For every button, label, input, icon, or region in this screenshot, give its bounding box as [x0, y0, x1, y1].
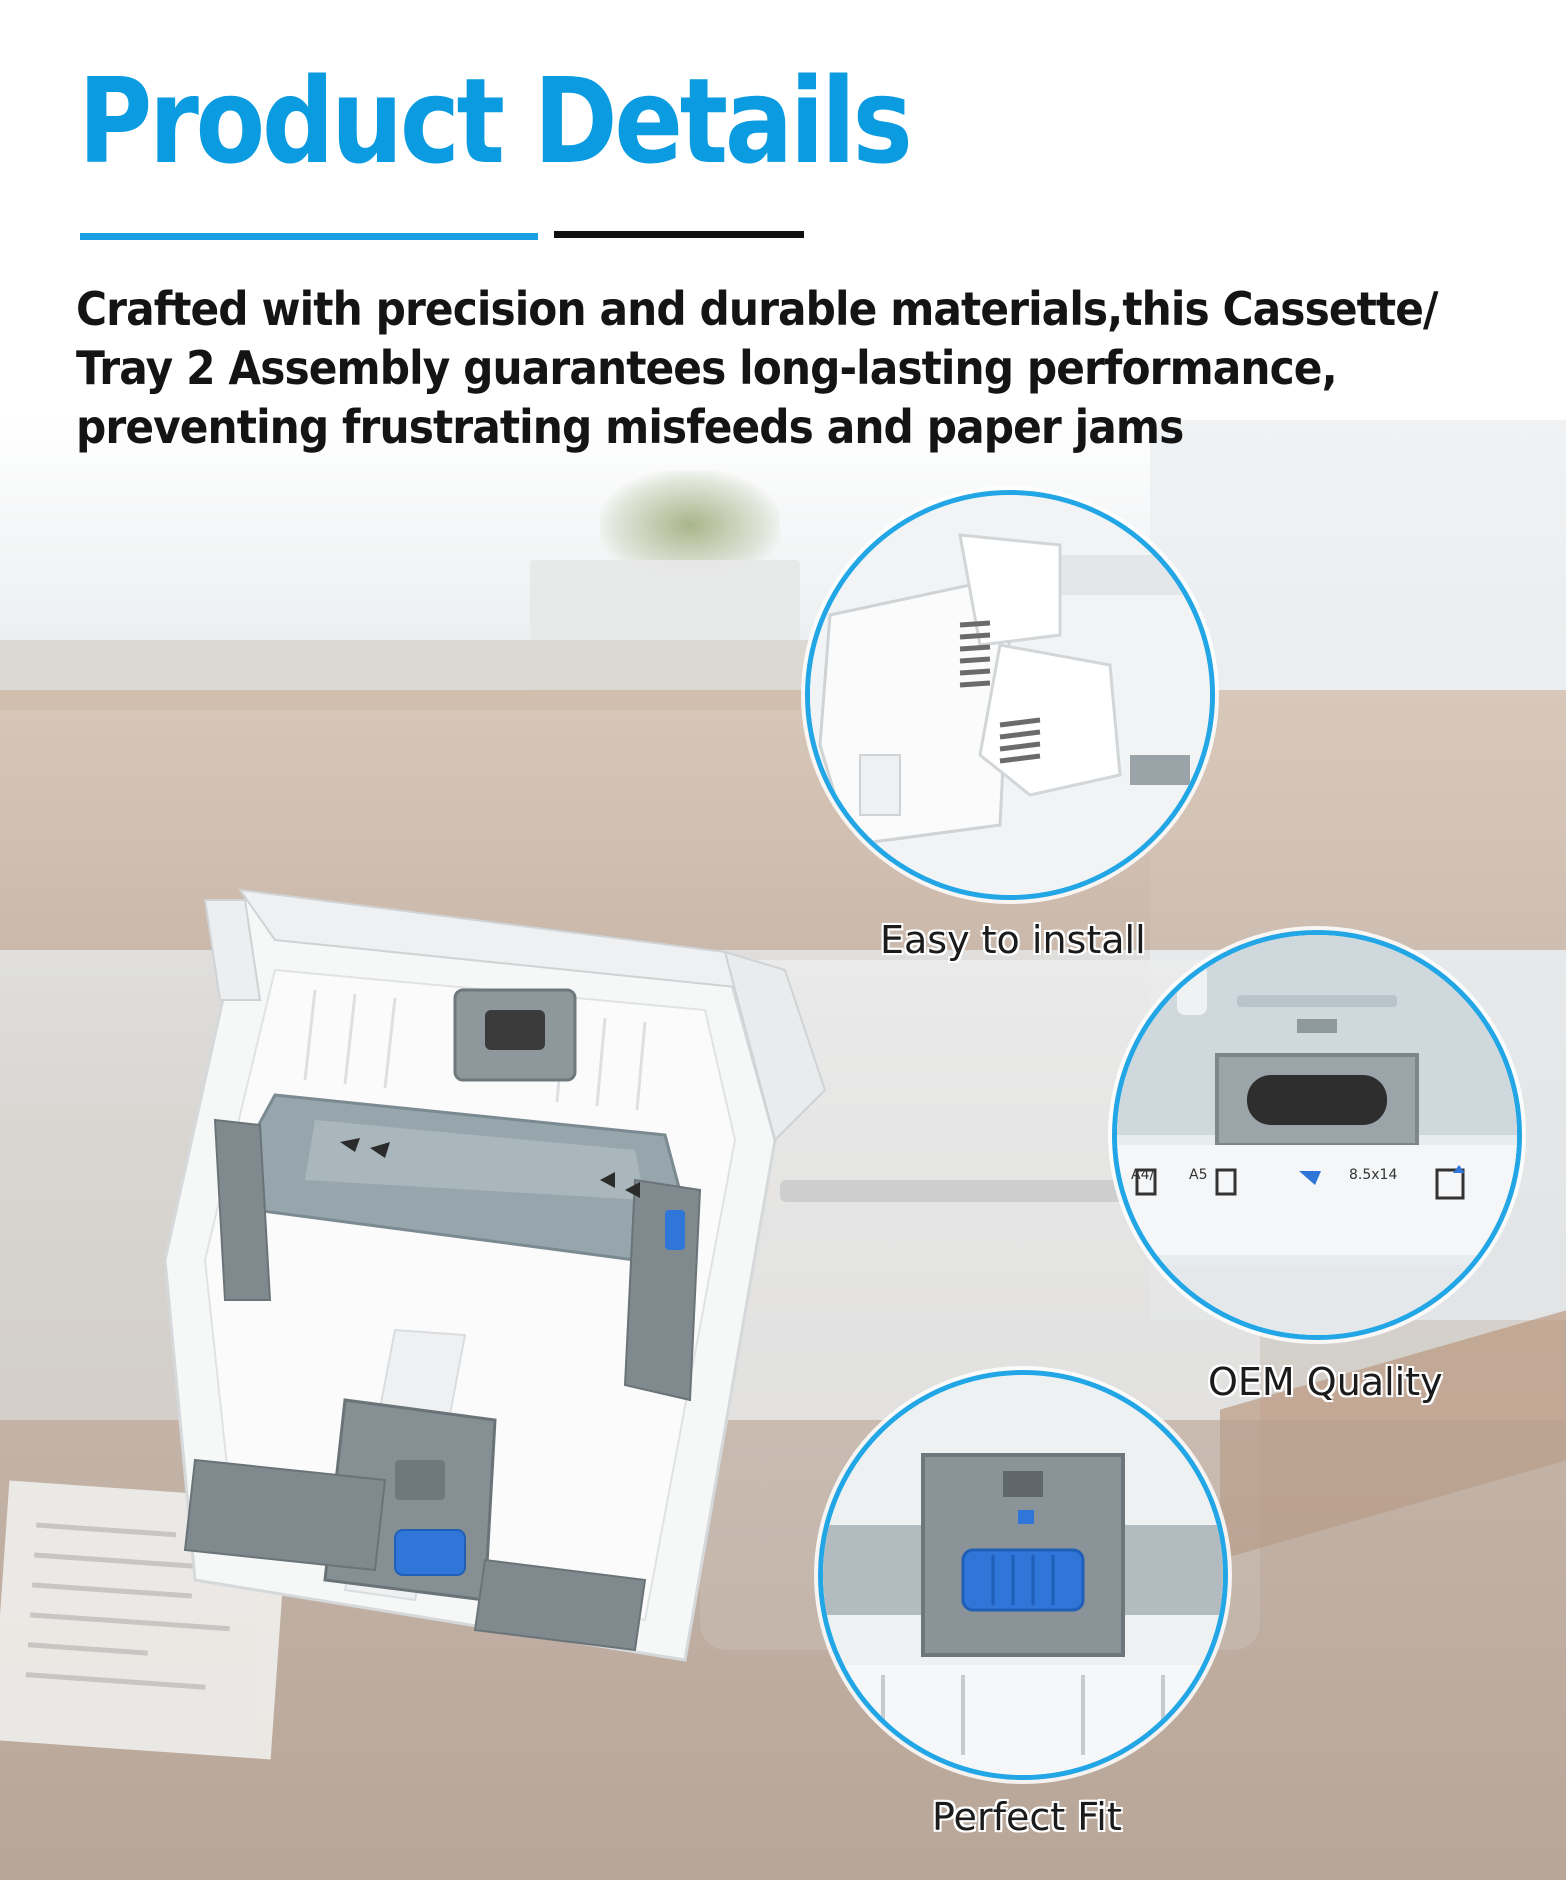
feature-caption-perfect-fit: Perfect Fit	[932, 1795, 1122, 1839]
cassette-tray-image	[165, 888, 827, 1662]
page-title: Product Details	[78, 52, 913, 190]
product-description: Crafted with precision and durable mater…	[76, 282, 1438, 454]
spring-latch-closeup-icon	[810, 495, 1210, 895]
paper-size-label: 8.5x14	[1349, 1167, 1398, 1183]
title-underline-black	[554, 231, 804, 238]
feature-caption-oem-quality: OEM Quality	[1208, 1360, 1443, 1404]
background-printer-slot	[780, 1180, 1140, 1202]
blue-slider-closeup-icon	[823, 1375, 1223, 1775]
title-underline-blue	[80, 233, 538, 240]
feature-circle-easy-install	[805, 490, 1215, 900]
feature-caption-easy-install: Easy to install	[880, 918, 1146, 962]
paper-size-label: A5	[1189, 1167, 1208, 1183]
feature-circle-perfect-fit	[818, 1370, 1228, 1780]
roller-closeup-icon	[1117, 935, 1517, 1335]
feature-circle-oem-quality: A4/ A5 8.5x14	[1112, 930, 1522, 1340]
paper-size-label: A4/	[1131, 1167, 1155, 1183]
